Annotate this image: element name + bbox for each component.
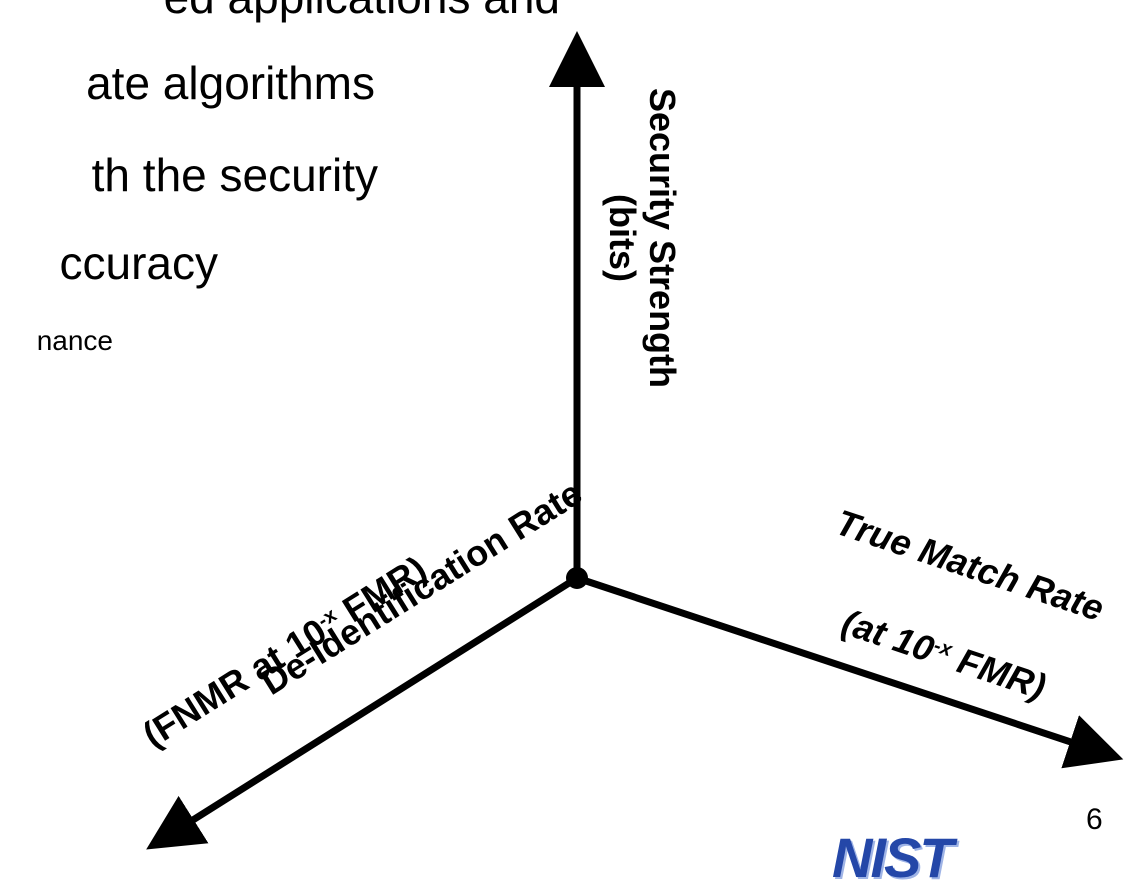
bullet-line-1: ed applications and — [164, 0, 560, 20]
bullet-line-3: th the security — [91, 149, 378, 201]
right-axis-unit-prefix: (at 10 — [837, 601, 939, 670]
bullet-line-4: ccuracy — [59, 237, 218, 289]
vertical-axis-unit: (bits) — [602, 194, 643, 282]
vertical-axis-label: Security Strength — [642, 88, 683, 388]
three-axis-diagram: Security Strength (bits) True Match Rate… — [135, 31, 1124, 850]
page-number: 6 — [1086, 803, 1103, 836]
slide-bullet-text: ed applications and ate algorithms th th… — [0, 0, 560, 380]
left-axis-unit: (FNMR at 10-x FMR) — [135, 548, 433, 755]
nist-logo: NIST — [832, 826, 954, 889]
left-axis-line — [146, 575, 579, 850]
bullet-line-2: ate algorithms — [86, 57, 375, 109]
right-axis-line — [575, 574, 1124, 769]
right-axis-unit: (at 10-x FMR) — [837, 601, 1051, 707]
right-axis-unit-suffix: FMR) — [943, 637, 1051, 708]
sub-bullet-line: nance — [36, 325, 113, 356]
axis-origin-point — [566, 567, 588, 589]
